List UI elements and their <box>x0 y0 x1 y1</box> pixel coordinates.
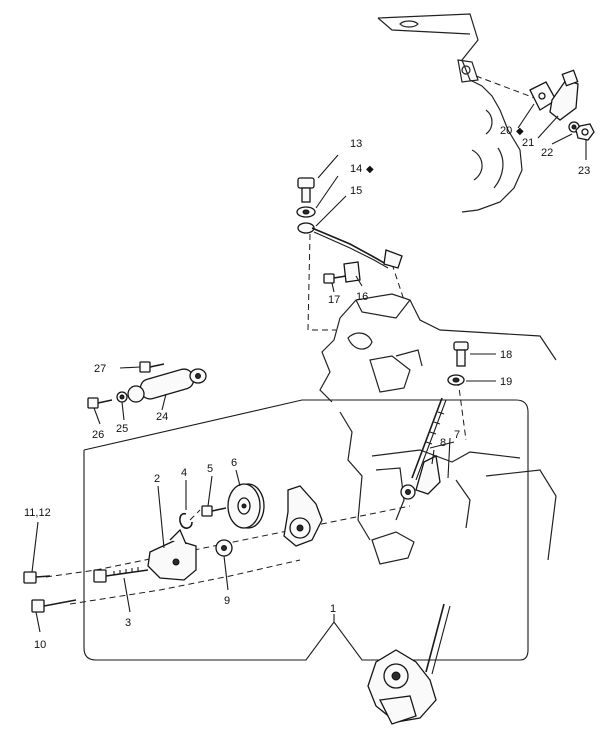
bolt-26 <box>87 397 113 409</box>
callout-5: 5 <box>207 463 213 475</box>
gasket-20 <box>529 81 557 111</box>
callout-20: 20 <box>500 125 512 137</box>
callout-16: 16 <box>356 291 368 303</box>
callout-labels: 1 2 3 4 5 6 7 8 9 10 11,12 13 14 ◆ 15 16… <box>24 125 590 651</box>
sealing-washer-14 <box>296 206 316 218</box>
callout-6: 6 <box>231 457 237 469</box>
bolt-5 <box>201 505 227 517</box>
bracket-8 <box>415 455 441 495</box>
leader-lines <box>31 103 587 633</box>
callout-13: 13 <box>350 138 362 150</box>
callout-10: 10 <box>34 639 46 651</box>
callout-15: 15 <box>350 185 362 197</box>
fitting-21 <box>549 69 579 121</box>
bolt-18 <box>453 341 469 367</box>
callout-7: 7 <box>454 429 460 441</box>
retainer-9 <box>215 539 233 557</box>
callout-18: 18 <box>500 349 512 361</box>
bolt-10 <box>31 599 77 613</box>
pulley-6 <box>227 483 265 529</box>
damper-24 <box>127 368 207 403</box>
diamond-marker-14: ◆ <box>366 164 374 175</box>
engine-block-upper <box>377 13 523 213</box>
callout-25: 25 <box>116 423 128 435</box>
washer-19 <box>447 374 465 386</box>
bolt-17 <box>323 273 347 284</box>
callout-4: 4 <box>181 467 187 479</box>
callout-26: 26 <box>92 429 104 441</box>
callout-8: 8 <box>440 437 446 449</box>
rod-7 <box>400 397 447 500</box>
bracket-2 <box>147 528 197 581</box>
circlip-4 <box>179 512 193 529</box>
callout-1: 1 <box>330 603 336 615</box>
callout-3: 3 <box>125 617 131 629</box>
assembly-boundary <box>83 399 529 661</box>
diamond-marker-20: ◆ <box>516 126 524 137</box>
callout-11-12: 11,12 <box>24 507 51 519</box>
callout-23: 23 <box>578 165 590 177</box>
callout-9: 9 <box>224 595 230 607</box>
callout-21: 21 <box>522 137 534 149</box>
bolt-27 <box>139 361 165 373</box>
nut-23 <box>575 123 595 141</box>
bolt-3 <box>93 567 149 583</box>
banjo-bolt-13 <box>297 177 315 203</box>
callout-22: 22 <box>541 147 553 159</box>
bolt-11-12 <box>23 571 51 584</box>
tensioner-assembly-1 <box>367 603 451 725</box>
callout-2: 2 <box>154 473 160 485</box>
callout-27: 27 <box>94 363 106 375</box>
oil-pipe-15 <box>297 222 403 269</box>
washer-25 <box>116 391 128 403</box>
tensioner-arm <box>283 485 323 547</box>
callout-14: 14 <box>350 163 362 175</box>
callout-24: 24 <box>156 411 168 423</box>
callout-17: 17 <box>328 294 340 306</box>
engine-block-lower <box>319 293 557 565</box>
callout-19: 19 <box>500 376 512 388</box>
